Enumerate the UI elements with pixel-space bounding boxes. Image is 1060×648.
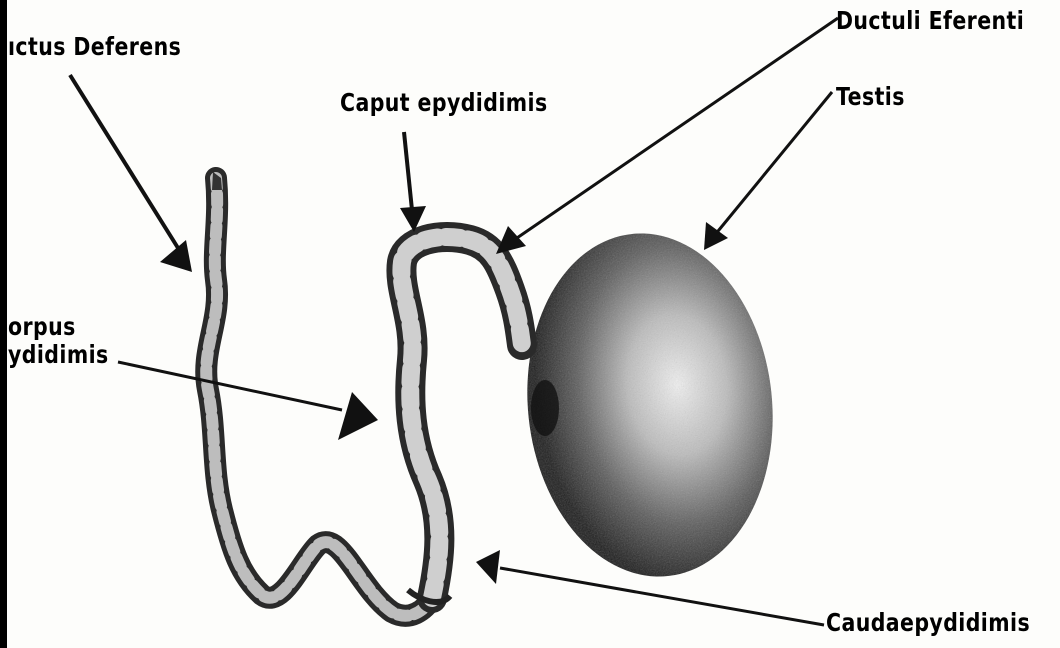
epididymis-tube: [401, 237, 522, 602]
label-caudaepydidimis: Caudaepydidimis: [826, 608, 1030, 637]
label-ductus-deferens: ıctus Deferens: [8, 32, 181, 61]
label-corpus-line2: ydidimis: [8, 340, 109, 369]
arrow-ductus-deferens: [70, 75, 178, 248]
arrow-testis: [714, 92, 832, 236]
label-testis: Testis: [836, 82, 905, 111]
arrow-ductuli: [514, 18, 838, 240]
arrow-caput: [404, 132, 412, 210]
arrowhead-ductuli: [496, 226, 526, 254]
arrowhead-testis: [704, 222, 728, 250]
label-caput-epydidimis: Caput epydidimis: [340, 88, 548, 117]
arrow-corpus: [118, 362, 342, 410]
label-corpus-line1: orpus: [8, 312, 76, 341]
arrowhead-cauda: [476, 550, 500, 584]
label-ductuli-eferenti: Ductuli Eferenti: [836, 6, 1024, 35]
testis-shape: [511, 221, 790, 589]
arrow-cauda: [500, 568, 824, 625]
arrowhead-corpus: [338, 392, 378, 440]
